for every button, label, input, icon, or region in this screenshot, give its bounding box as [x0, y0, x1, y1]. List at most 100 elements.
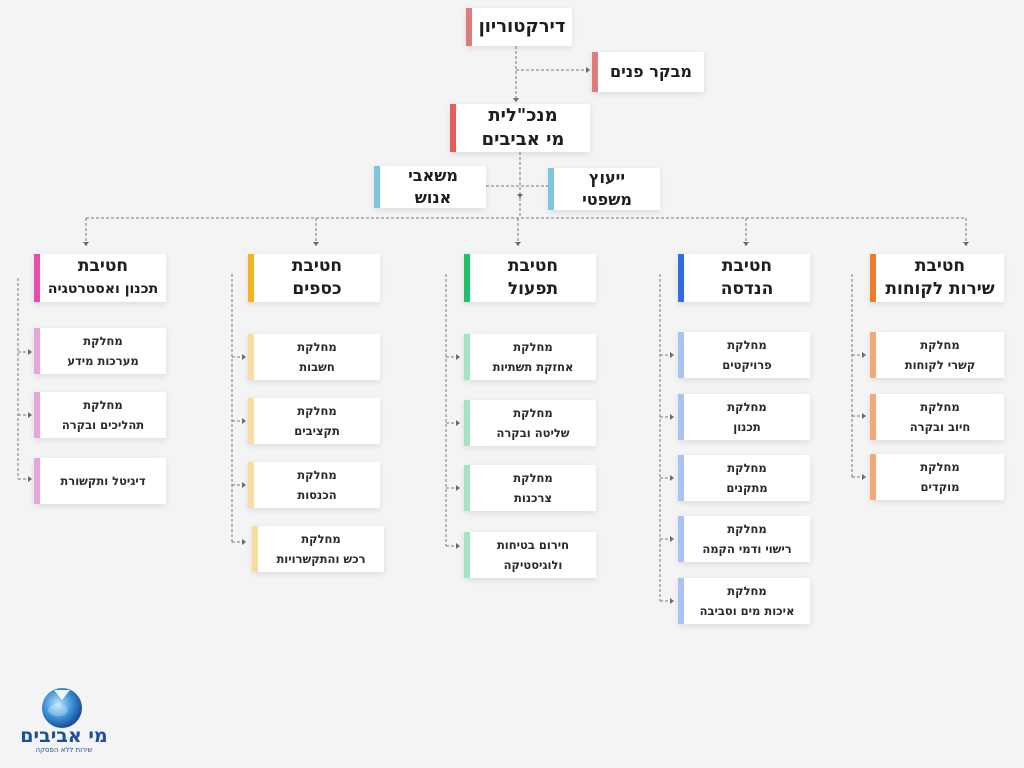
dept-line2: תהליכים ובקרה — [61, 418, 145, 432]
connector-arrowhead — [456, 354, 460, 360]
dept-emergency-logistics: חירום בטיחות ולוגיסטיקה — [464, 532, 596, 578]
dept-revenue: מחלקת הכנסות — [248, 462, 380, 508]
legal-box: ייעוץ משפטי — [548, 168, 660, 210]
dept-information-systems: מחלקת מערכות מידע — [34, 328, 166, 374]
dept-licensing: מחלקת רישוי ודמי הקמה — [678, 516, 810, 562]
dept-facilities: מחלקת מתקנים — [678, 455, 810, 501]
dept-line2: הכנסות — [297, 488, 337, 502]
hr-line2: אנוש — [414, 188, 452, 207]
internal-auditor-box: מבקר פנים — [592, 52, 704, 92]
dept-customer-relations: מחלקת קשרי לקוחות — [870, 332, 1004, 378]
dept-line1: מחלקת — [727, 461, 767, 475]
dept-line1: חירום בטיחות — [496, 538, 570, 552]
water-drop-globe-icon — [42, 688, 82, 728]
dept-infrastructure-maintenance: מחלקת אחזקת תשתיות — [464, 334, 596, 380]
dept-water-quality: מחלקת איכות מים וסביבה — [678, 578, 810, 624]
dept-line2: מתקנים — [726, 481, 768, 495]
director-label: דירקטוריון — [478, 16, 566, 37]
division-label: חטיבת — [77, 256, 129, 276]
dept-line1: מחלקת — [920, 338, 960, 352]
dept-line2: מוקדים — [920, 480, 960, 494]
division-operations: חטיבת תפעול — [464, 254, 596, 302]
connector-arrowhead — [517, 194, 523, 198]
dept-line1: מחלקת — [83, 398, 123, 412]
dept-line1: מחלקת — [513, 406, 553, 420]
division-name: שירות לקוחות — [885, 279, 995, 299]
division-name: תכנון ואסטרטגיה — [47, 281, 159, 297]
connector-arrowhead — [515, 242, 521, 246]
dept-line1: מחלקת — [513, 340, 553, 354]
connector-arrowhead — [670, 475, 674, 481]
connector-arrowhead — [456, 485, 460, 491]
division-label: חטיבת — [507, 256, 559, 276]
dept-line1: מחלקת — [727, 400, 767, 414]
dept-digital-communications: דיגיטל ותקשורת — [34, 458, 166, 504]
dept-line2: מערכות מידע — [67, 354, 139, 368]
connector-arrowhead — [670, 352, 674, 358]
division-name: הנדסה — [720, 279, 774, 299]
dept-line2: שליטה ובקרה — [496, 426, 570, 440]
dept-line2: רישוי ודמי הקמה — [702, 542, 792, 556]
division-label: חטיבת — [914, 256, 966, 276]
legal-line2: משפטי — [582, 190, 632, 209]
division-name: כספים — [292, 279, 342, 299]
dept-control: מחלקת שליטה ובקרה — [464, 400, 596, 446]
connector-arrowhead — [670, 598, 674, 604]
dept-line1: מחלקת — [920, 400, 960, 414]
dept-budgets: מחלקת תקציבים — [248, 398, 380, 444]
legal-line1: ייעוץ — [588, 168, 626, 187]
connector-arrowhead — [670, 536, 674, 542]
connector-arrowhead — [862, 352, 866, 358]
connector-arrowhead — [242, 418, 246, 424]
division-finance: חטיבת כספים — [248, 254, 380, 302]
connector-arrowhead — [862, 474, 866, 480]
dept-projects: מחלקת פרויקטים — [678, 332, 810, 378]
dept-line2: צרכנות — [514, 491, 552, 505]
dept-line2: חיוב ובקרה — [909, 420, 971, 434]
ceo-box: מנכ"לית מי אביבים — [450, 104, 590, 152]
connector-arrowhead — [28, 349, 32, 355]
dept-line2: איכות מים וסביבה — [699, 604, 795, 618]
connector-arrowhead — [242, 539, 246, 545]
logo-tagline: שירות ללא הפסקה — [35, 746, 93, 754]
dept-billing-control: מחלקת חיוב ובקרה — [870, 394, 1004, 440]
connector-arrowhead — [456, 420, 460, 426]
connector-arrowhead — [586, 67, 590, 73]
dept-processes-control: מחלקת תהליכים ובקרה — [34, 392, 166, 438]
connector-arrowhead — [456, 543, 460, 549]
dept-procurement: מחלקת רכש והתקשרויות — [252, 526, 384, 572]
connector-arrowhead — [513, 98, 519, 102]
connector-arrowhead — [28, 476, 32, 482]
connector-arrowhead — [670, 414, 674, 420]
dept-line2: רכש והתקשרויות — [276, 552, 366, 566]
logo-brand-name: מי אביבים — [20, 725, 108, 747]
hr-box: משאבי אנוש — [374, 166, 486, 208]
division-engineering: חטיבת הנדסה — [678, 254, 810, 302]
hr-line1: משאבי — [408, 166, 458, 185]
division-customer-service: חטיבת שירות לקוחות — [870, 254, 1004, 302]
connector-arrowhead — [28, 412, 32, 418]
connector-arrowhead — [963, 242, 969, 246]
connector-arrowhead — [83, 242, 89, 246]
dept-line1: מחלקת — [513, 471, 553, 485]
dept-line1: מחלקת — [297, 468, 337, 482]
connector-arrowhead — [313, 242, 319, 246]
dept-line2: תכנון — [733, 420, 761, 434]
dept-line1: מחלקת — [297, 340, 337, 354]
dept-line1: מחלקת — [83, 334, 123, 348]
dept-call-centers: מחלקת מוקדים — [870, 454, 1004, 500]
internal-auditor-label: מבקר פנים — [610, 62, 692, 81]
connector-arrowhead — [743, 242, 749, 246]
division-label: חטיבת — [721, 256, 773, 276]
dept-line2: ולוגיסטיקה — [503, 558, 563, 572]
dept-line1: מחלקת — [727, 522, 767, 536]
dept-line2: פרויקטים — [722, 358, 772, 372]
dept-line2: חשבות — [299, 360, 335, 374]
dept-line1: מחלקת — [920, 460, 960, 474]
dept-accounting: מחלקת חשבות — [248, 334, 380, 380]
connector-arrowhead — [242, 482, 246, 488]
dept-line1: מחלקת — [297, 404, 337, 418]
dept-line1: מחלקת — [727, 584, 767, 598]
division-planning-strategy: חטיבת תכנון ואסטרטגיה — [34, 254, 166, 302]
